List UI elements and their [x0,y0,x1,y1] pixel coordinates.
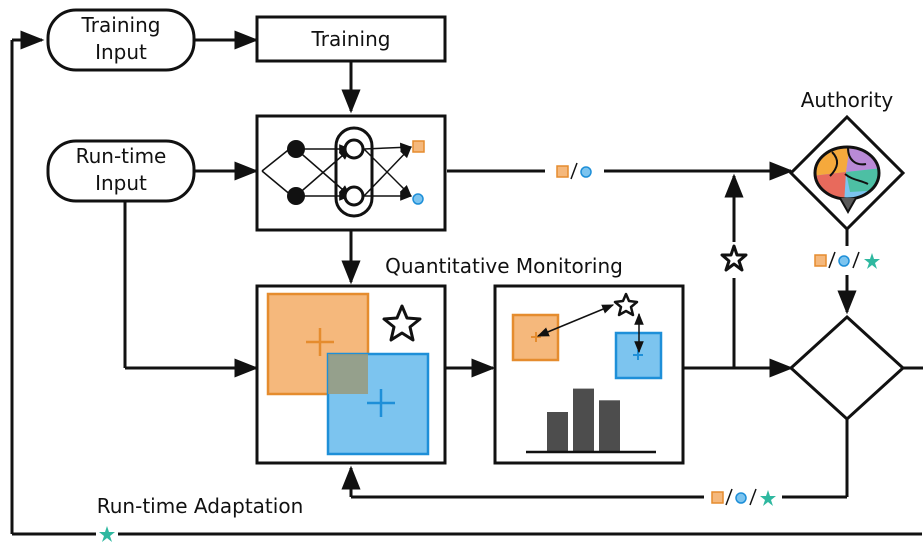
training-node: Training [255,15,447,63]
training-input-node: Training Input [46,8,196,72]
quantitative-monitoring-node [493,284,685,465]
star-icon [613,292,639,317]
neural-network-node [255,114,447,232]
monitoring-node [255,284,447,465]
star-icon [382,304,422,342]
runtime-input-label-2: Input [95,171,147,195]
quantitative-monitoring-label: Quantitative Monitoring [385,254,623,278]
authority-label: Authority [801,88,894,112]
teal-star-icon [99,526,115,542]
histogram-bar [599,400,620,451]
training-input-label-1: Training [81,13,161,37]
authority-output-symbols [814,251,880,269]
neural-network-icon [261,126,425,218]
histogram [547,388,620,451]
runtime-input-label-1: Run-time [76,144,167,168]
histogram-bar [573,388,594,451]
training-label: Training [311,27,391,51]
runtime-adaptation-label: Run-time Adaptation [97,494,304,518]
output-symbols [556,162,592,180]
runtime-input-node: Run-time Input [46,139,196,203]
histogram-bar [547,412,568,451]
star-icon [720,244,748,272]
decision-diamond-icon [788,314,906,422]
connectors [10,30,923,536]
authority-node [788,114,906,232]
feedback-symbols [711,488,776,506]
training-input-label-2: Input [95,40,147,64]
